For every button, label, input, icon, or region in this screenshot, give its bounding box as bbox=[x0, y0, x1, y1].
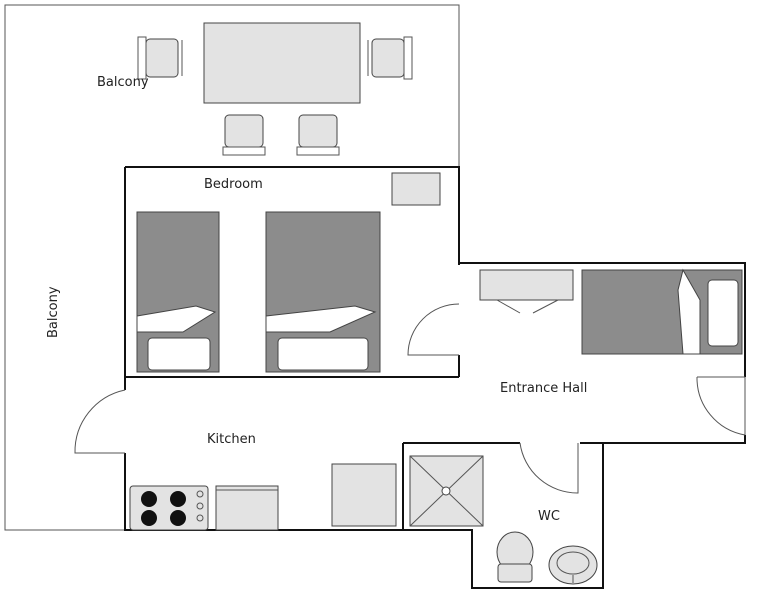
door-swing-icon bbox=[407, 303, 460, 356]
bed-icon bbox=[136, 211, 220, 373]
door-swing-icon bbox=[519, 442, 579, 494]
label-entrance-hall: Entrance Hall bbox=[500, 381, 587, 396]
armchair-icon bbox=[367, 36, 413, 80]
kitchen-sink bbox=[215, 485, 279, 531]
bedroom-dresser bbox=[391, 172, 441, 206]
armchair-icon bbox=[296, 114, 340, 156]
door-swing-icon bbox=[74, 389, 126, 454]
cooktop-icon bbox=[129, 485, 209, 531]
label-bedroom: Bedroom bbox=[204, 177, 263, 192]
label-wc: WC bbox=[538, 509, 560, 524]
shower-icon bbox=[409, 455, 484, 527]
kitchen-counter bbox=[331, 463, 397, 527]
balcony-table bbox=[203, 22, 361, 104]
balcony-outline bbox=[4, 4, 460, 531]
label-balcony-left: Balcony bbox=[46, 286, 61, 338]
label-balcony-top: Balcony bbox=[97, 75, 149, 90]
hall-desk bbox=[479, 269, 574, 314]
toilet-icon bbox=[496, 531, 534, 583]
door-swing-icon bbox=[696, 376, 746, 436]
bed-icon bbox=[581, 268, 743, 355]
armchair-icon bbox=[222, 114, 266, 156]
sink-icon bbox=[548, 545, 598, 585]
bed-icon bbox=[265, 211, 381, 373]
walls bbox=[124, 166, 746, 589]
label-kitchen: Kitchen bbox=[207, 432, 256, 447]
armchair-icon bbox=[137, 36, 183, 80]
